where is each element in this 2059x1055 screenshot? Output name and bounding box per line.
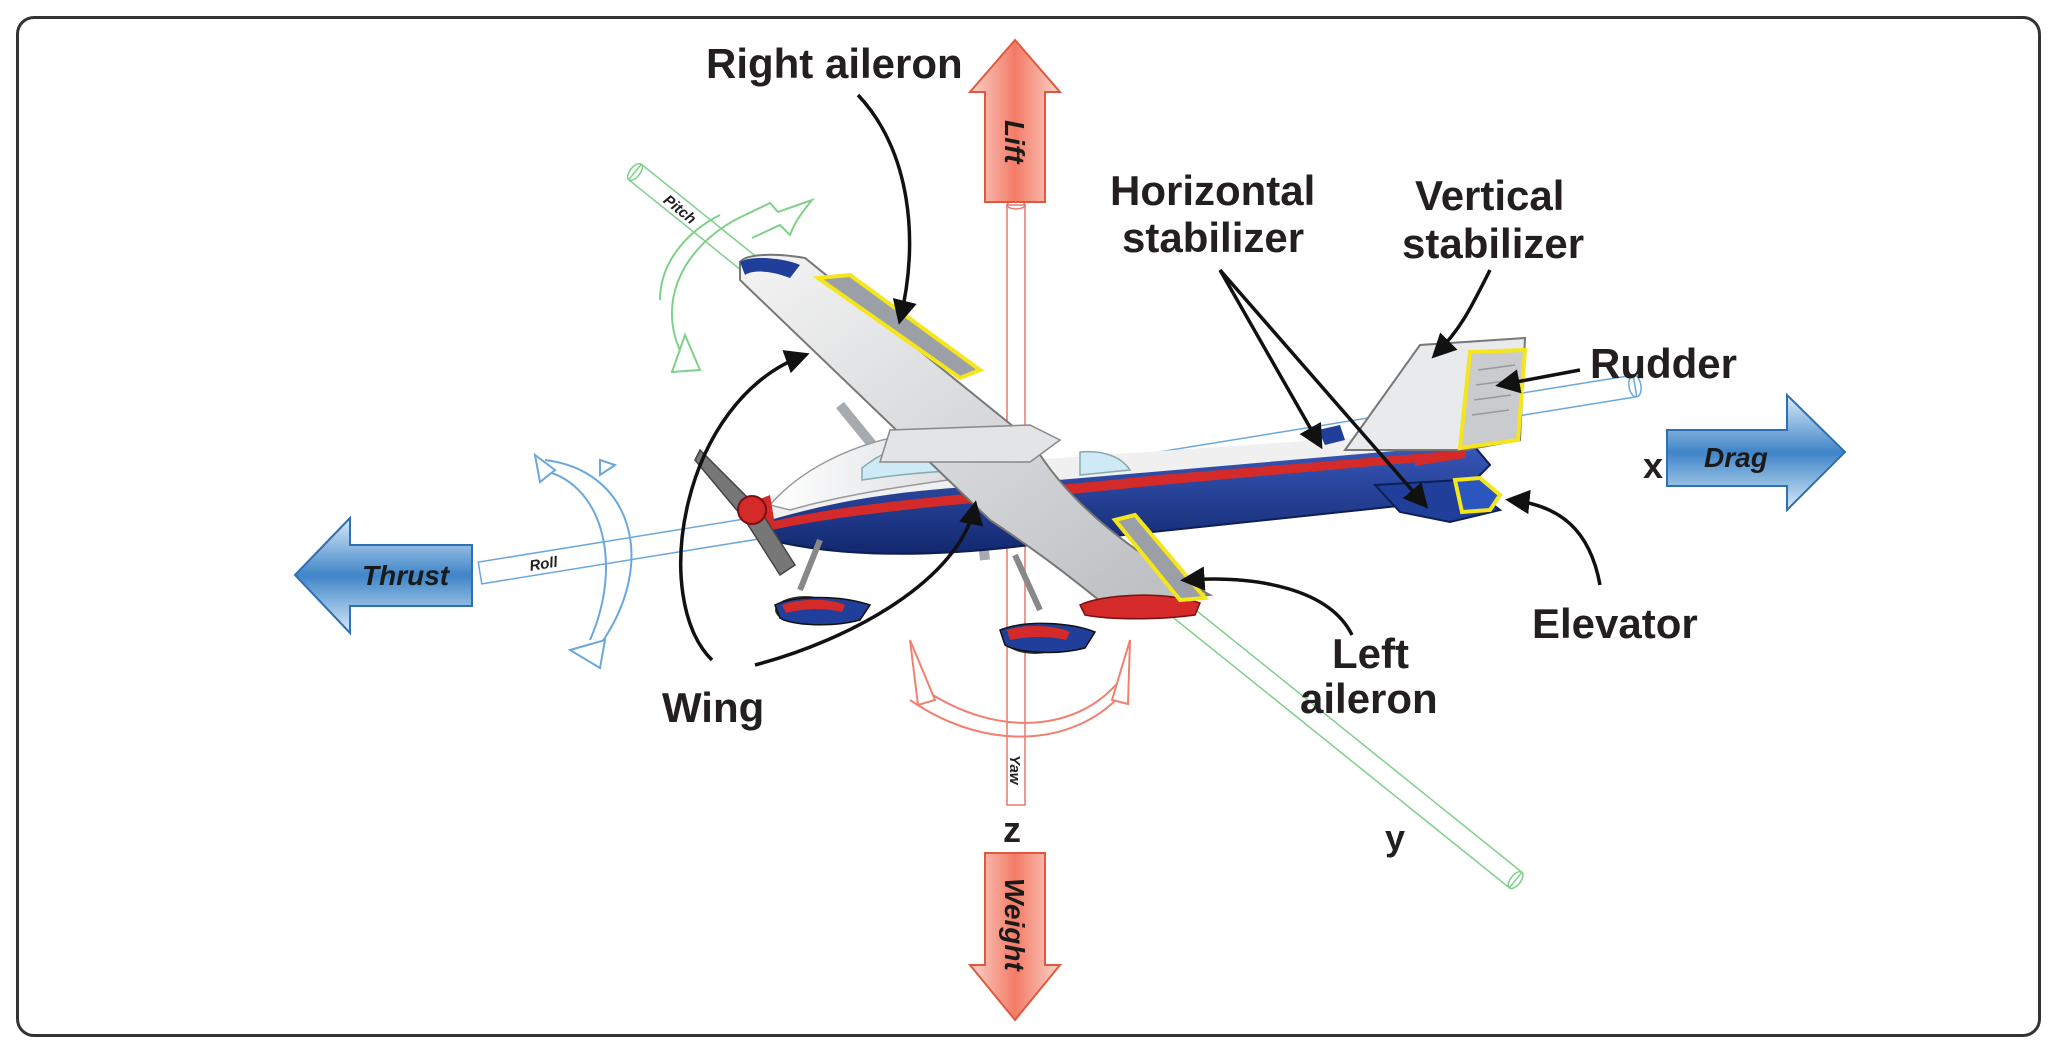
lift-arrow: Lift	[967, 38, 1063, 203]
right-aileron-surface	[812, 272, 985, 381]
left-aileron-label-line2: aileron	[1300, 675, 1438, 722]
vertical-stabilizer-label-line2: stabilizer	[1402, 220, 1584, 267]
vertical-stabilizer-label-line1: Vertical	[1415, 172, 1564, 219]
left-aileron-label-line1: Left	[1332, 630, 1409, 677]
landing-gear	[774, 538, 1097, 654]
rudder-surface	[1457, 347, 1528, 451]
weight-label: Weight	[999, 878, 1030, 972]
wing-label: Wing	[662, 684, 764, 731]
leader-lines	[679, 93, 1602, 667]
rudder-label: Rudder	[1590, 340, 1737, 387]
z-axis-label: z	[1003, 809, 1021, 850]
yaw-label: Yaw	[1006, 755, 1023, 786]
pitch-rotation-arrows	[659, 197, 815, 374]
vertical-stabilizer-leader	[1431, 269, 1492, 359]
drag-label: Drag	[1704, 442, 1768, 473]
right-aileron-label: Right aileron	[706, 40, 963, 87]
elevator-label: Elevator	[1532, 600, 1698, 647]
thrust-label: Thrust	[362, 560, 451, 591]
wing-leader-2	[754, 500, 984, 667]
x-axis-label: x	[1643, 445, 1663, 486]
horizontal-stabilizer-leader-1	[1218, 269, 1323, 450]
roll-rotation-arrows	[533, 452, 633, 670]
horizontal-stabilizer-leader-2	[1218, 268, 1429, 509]
elevator-leader	[1505, 489, 1602, 586]
airplane	[694, 253, 1528, 654]
right-aileron-leader	[856, 93, 917, 325]
rudder-leader	[1495, 368, 1581, 394]
lift-label: Lift	[999, 120, 1030, 165]
elevator-surface	[1452, 475, 1503, 515]
horizontal-stabilizer-label-line1: Horizontal	[1110, 167, 1315, 214]
drag-arrow: Drag	[1666, 392, 1847, 513]
y-axis-label: y	[1385, 817, 1405, 858]
horizontal-stabilizer-label-line2: stabilizer	[1122, 214, 1304, 261]
wing-leader-1	[679, 350, 810, 662]
weight-arrow: Weight	[967, 852, 1063, 1022]
left-aileron-leader	[1180, 566, 1354, 636]
roll-label: Roll	[528, 553, 560, 574]
yaw-rotation-arrows	[909, 639, 1131, 738]
thrust-arrow: Thrust	[293, 515, 473, 636]
